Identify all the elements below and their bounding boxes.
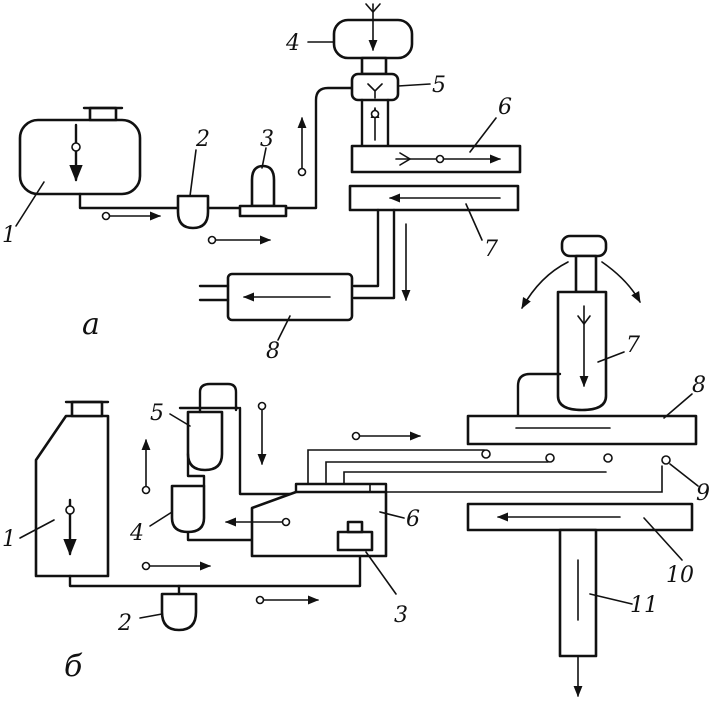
- b-label-9: 9: [696, 481, 710, 506]
- b-label-7: 7: [626, 333, 640, 358]
- b-filter: [160, 584, 198, 632]
- a-filter: [176, 194, 210, 230]
- b-fuel-cup: [170, 484, 206, 534]
- b-injection-lines: [307, 449, 671, 493]
- b-label-11: 11: [630, 593, 658, 618]
- b-label-1: 1: [2, 527, 16, 552]
- a-fuel-tank: [18, 106, 142, 196]
- b-fuel-line-tank-filter: [68, 554, 362, 588]
- a-air-filter: [332, 3, 414, 60]
- a-label-2: 2: [195, 127, 210, 152]
- a-mixing-chamber: [350, 72, 400, 102]
- b-air-cleaner: [516, 234, 641, 418]
- a-label-6: 6: [498, 95, 512, 120]
- b-pump-element: [336, 520, 374, 552]
- b-label-6: 6: [406, 507, 420, 532]
- a-section-label: а: [82, 307, 100, 342]
- b-label-10: 10: [666, 563, 694, 588]
- diagram-b: 1 2 3 4 5 6 7 8 9 10 11 б: [2, 234, 710, 698]
- a-muffler: [198, 272, 354, 322]
- b-label-5: 5: [150, 401, 164, 426]
- a-label-1: 1: [2, 223, 16, 248]
- a-exhaust-manifold: [348, 184, 520, 212]
- a-intake-manifold: [350, 144, 522, 174]
- a-fuel-line-tank-filter: [78, 192, 182, 210]
- diagram-a: 1 2 3 4 5 6 7 8 а: [2, 3, 522, 364]
- b-label-3: 3: [394, 603, 408, 628]
- a-label-4: 4: [285, 31, 300, 56]
- b-intake-manifold: [466, 414, 698, 446]
- a-label-3: 3: [260, 127, 274, 152]
- a-leader-lines: [15, 41, 497, 341]
- a-label-8: 8: [266, 339, 280, 364]
- b-exhaust-pipe: [558, 528, 598, 698]
- b-fuel-tank: [34, 400, 110, 578]
- b-label-8: 8: [692, 373, 706, 398]
- b-label-2: 2: [117, 611, 132, 636]
- a-fuel-pump: [238, 164, 288, 218]
- b-label-4: 4: [129, 521, 144, 546]
- a-label-5: 5: [432, 73, 446, 98]
- a-label-7: 7: [484, 237, 498, 262]
- b-leader-lines: [19, 351, 699, 619]
- b-exhaust-manifold: [466, 502, 694, 532]
- b-section-label: б: [64, 649, 83, 684]
- a-fuel-line-pump-regulator: [284, 86, 356, 210]
